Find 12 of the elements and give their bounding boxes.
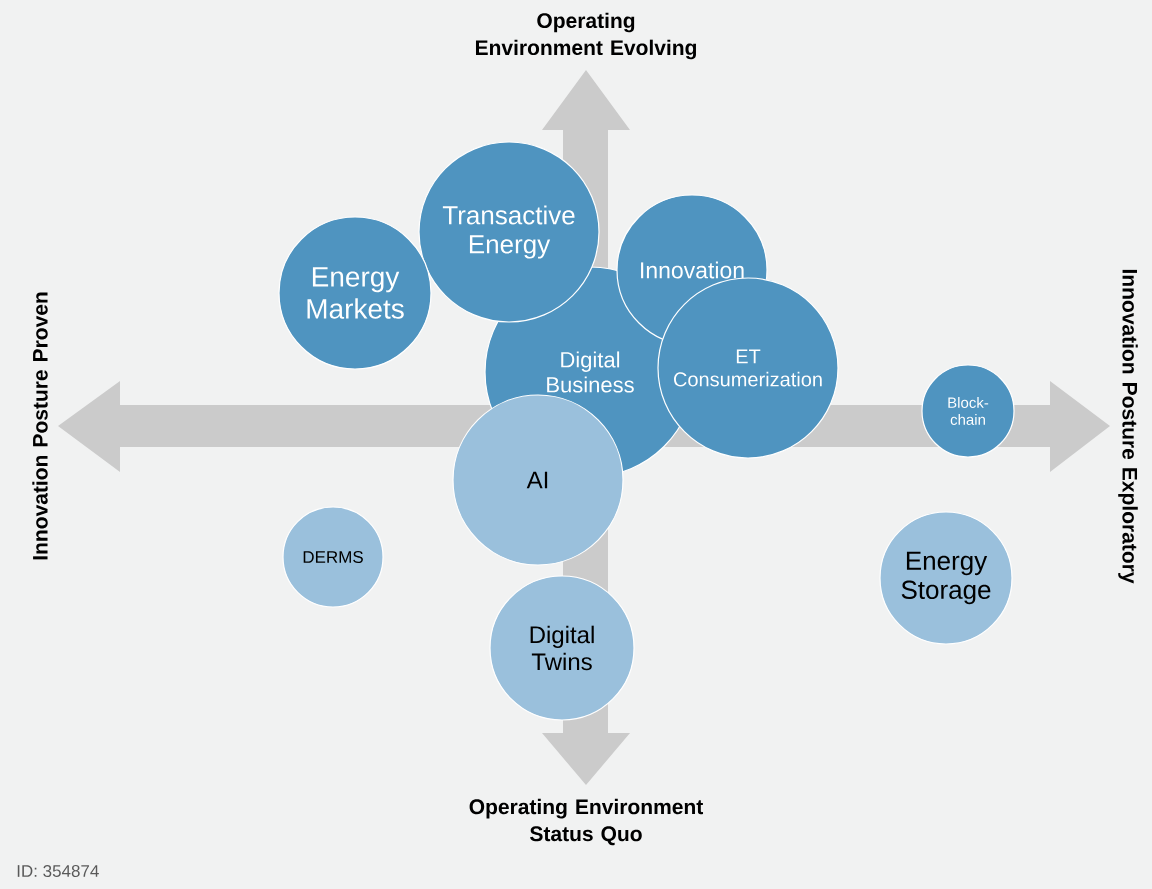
axis-title: Operating Environment Status Quo bbox=[469, 798, 703, 846]
bubble: AI bbox=[452, 394, 624, 566]
axis-title: Operating Environment Evolving bbox=[476, 12, 697, 60]
bubble: Block- chain bbox=[921, 364, 1015, 458]
bubble: Transactive Energy bbox=[418, 141, 600, 323]
bubble: Energy Markets bbox=[278, 216, 432, 370]
axis-title: Innovation Posture Exploratory bbox=[1118, 269, 1138, 584]
bubble: Digital Twins bbox=[489, 575, 635, 721]
bubble: DERMS bbox=[282, 506, 384, 608]
figure-id: ID: 354874 bbox=[17, 865, 99, 877]
axis-title: Innovation Posture Proven bbox=[32, 292, 48, 560]
bubble: Energy Storage bbox=[879, 511, 1013, 645]
